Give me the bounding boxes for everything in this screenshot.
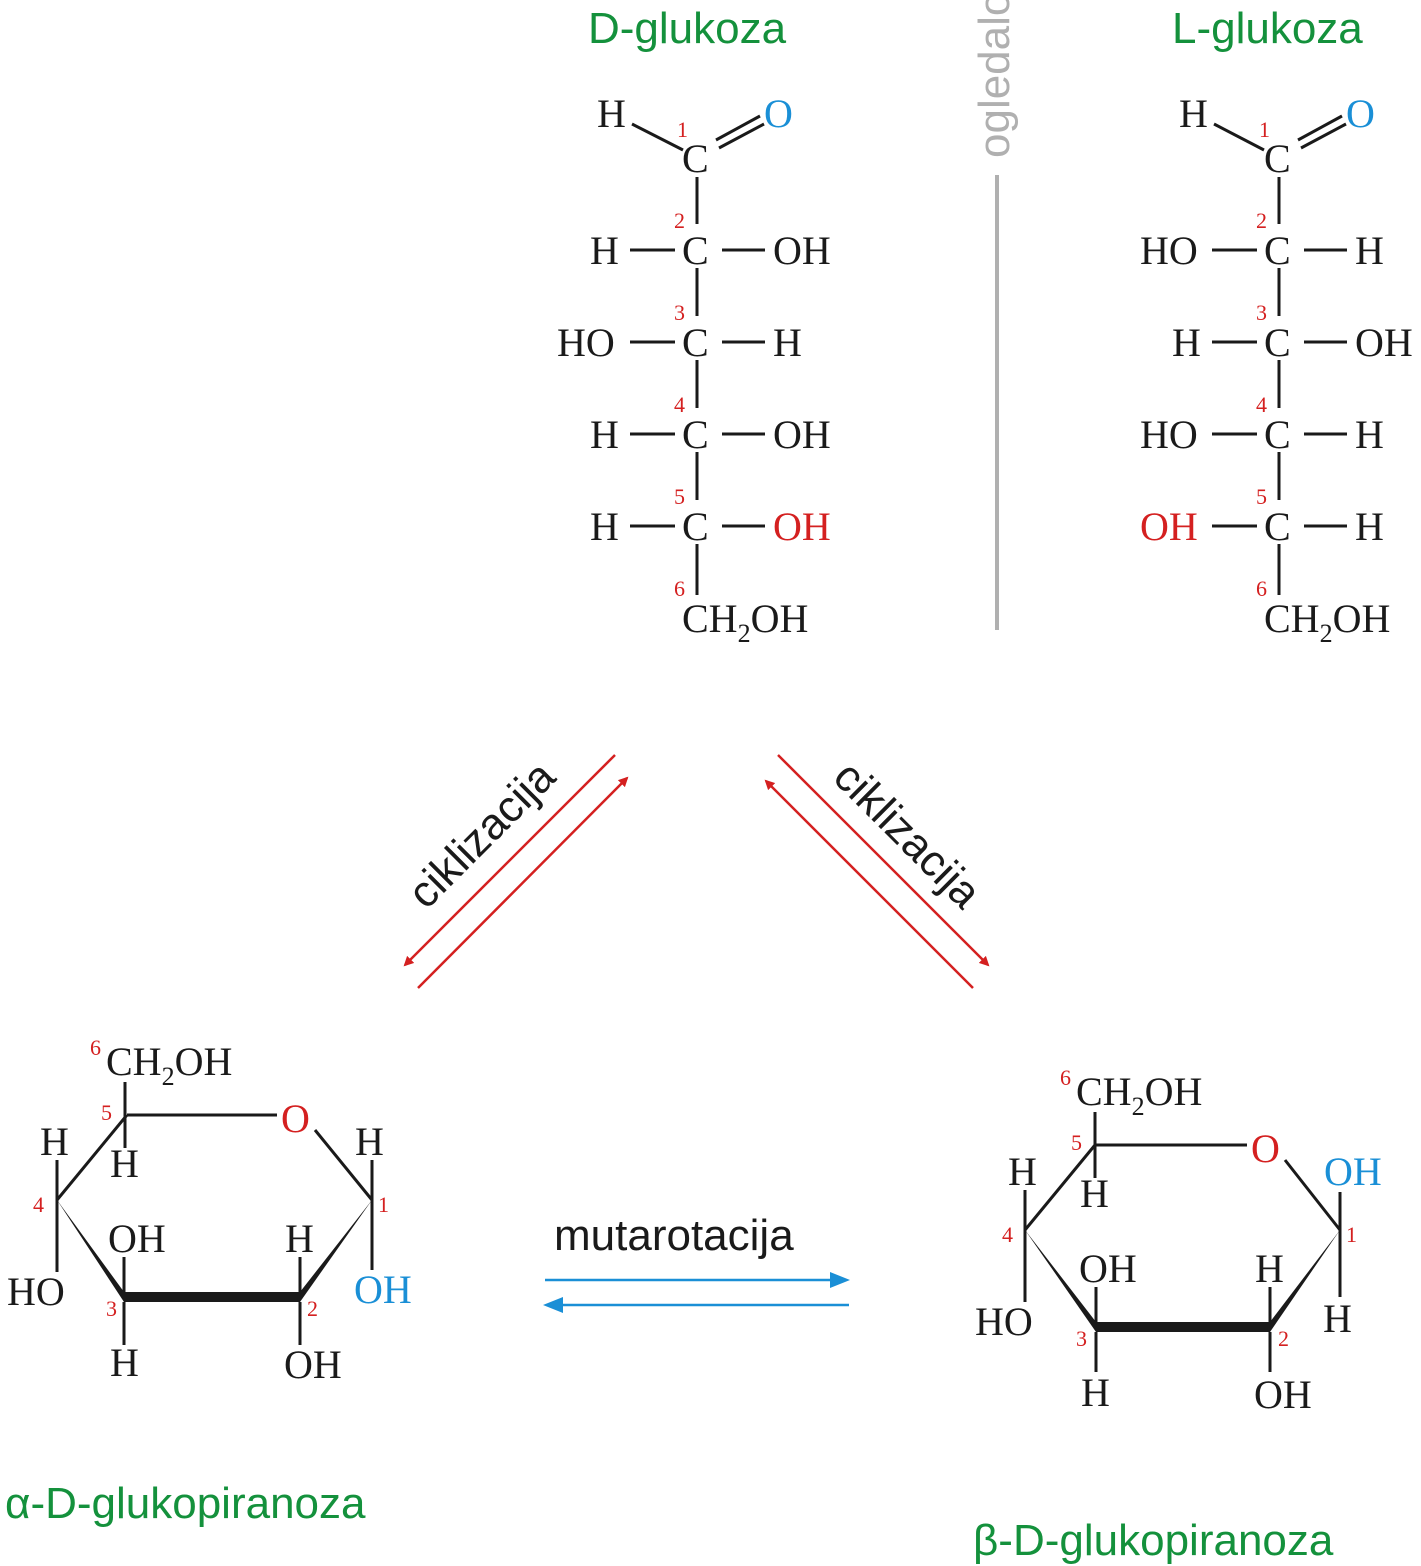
beta-c3-number: 3 <box>1076 1326 1087 1351</box>
c5-number: 5 <box>674 484 685 509</box>
alpha-c6-ch2oh: CH2OH <box>106 1039 232 1091</box>
l-c4-number: 4 <box>1256 392 1267 417</box>
beta-c6-number: 6 <box>1060 1065 1071 1090</box>
l-c5-right-h: H <box>1355 504 1384 549</box>
c2-number: 2 <box>674 208 685 233</box>
c3-right-h: H <box>773 320 802 365</box>
alpha-title: α-D-glukopiranoza <box>5 1479 366 1528</box>
l-c3-right-oh: OH <box>1355 320 1413 365</box>
mirror-label: ogledalo <box>970 0 1019 158</box>
c1-carbon: C <box>682 136 709 181</box>
c5-right-oh: OH <box>773 504 831 549</box>
beta-ring-oxygen: O <box>1251 1126 1280 1171</box>
c4-carbon: C <box>682 412 709 457</box>
alpha-c3-number: 3 <box>106 1296 117 1321</box>
c4-right-oh: OH <box>773 412 831 457</box>
l-c4-right-h: H <box>1355 412 1384 457</box>
l-c1-carbonyl-oxygen: O <box>1346 91 1375 136</box>
cyclization-left-arrows: ciklizacija <box>399 751 629 989</box>
c1-h-atom: H <box>597 91 626 136</box>
c4-number: 4 <box>674 392 685 417</box>
l-c4-left-ho: HO <box>1140 412 1198 457</box>
l-c2-right-h: H <box>1355 228 1384 273</box>
beta-c4-h: H <box>1008 1149 1037 1194</box>
beta-c2-oh: OH <box>1254 1372 1312 1417</box>
alpha-c1-number: 1 <box>378 1192 389 1217</box>
beta-c5-h: H <box>1080 1171 1109 1216</box>
alpha-c2-number: 2 <box>307 1296 318 1321</box>
c2-right-oh: OH <box>773 228 831 273</box>
alpha-c5-h: H <box>110 1141 139 1186</box>
c6-number: 6 <box>674 576 685 601</box>
beta-c5-number: 5 <box>1071 1130 1082 1155</box>
l-c1-number: 1 <box>1259 117 1270 142</box>
d-glucose-title: D-glukoza <box>588 4 787 53</box>
c1-number: 1 <box>677 117 688 142</box>
svg-text:6: 6 <box>90 1035 101 1060</box>
l-c3-number: 3 <box>1256 300 1267 325</box>
beta-c3-oh: OH <box>1079 1246 1137 1291</box>
c5-left-h: H <box>590 504 619 549</box>
beta-d-glucopyranose: 6 CH2OH 5 O H H 4 HO OH 1 H OH 3 H H 2 O… <box>973 1065 1382 1565</box>
l-glucose-title: L-glukoza <box>1172 4 1363 53</box>
l-c5-carbon: C <box>1264 504 1291 549</box>
d-glucose-fischer: D-glukoza H C 1 O 2 H C OH 3 HO C H 4 H … <box>557 4 831 648</box>
alpha-c2-oh: OH <box>284 1342 342 1387</box>
mirror-line: ogledalo <box>970 0 1019 630</box>
beta-c3-h: H <box>1081 1370 1110 1415</box>
cyclization-right-label: ciklizacija <box>824 752 990 918</box>
beta-c2-number: 2 <box>1278 1326 1289 1351</box>
alpha-c3-oh: OH <box>108 1216 166 1261</box>
alpha-ring-oxygen: O <box>281 1096 310 1141</box>
l-c1-carbon: C <box>1264 136 1291 181</box>
alpha-d-glucopyranose: 6 CH2OH 5 O H H 4 HO H 1 OH OH 3 H H 2 O… <box>5 1035 412 1528</box>
c2-carbon: C <box>682 228 709 273</box>
alpha-c4-h: H <box>40 1119 69 1164</box>
l-c1-h-atom: H <box>1179 91 1208 136</box>
cyclization-right-arrows: ciklizacija <box>764 752 991 989</box>
l-c2-number: 2 <box>1256 208 1267 233</box>
c6-ch2oh: CH2OH <box>682 596 808 648</box>
l-c5-number: 5 <box>1256 484 1267 509</box>
beta-title: β-D-glukopiranoza <box>973 1516 1334 1565</box>
alpha-c2-h: H <box>285 1216 314 1261</box>
alpha-c1-oh: OH <box>354 1267 412 1312</box>
l-c6-ch2oh: CH2OH <box>1264 596 1390 648</box>
c1-carbonyl-oxygen: O <box>764 91 793 136</box>
l-c2-carbon: C <box>1264 228 1291 273</box>
mutarotation-label: mutarotacija <box>554 1211 794 1260</box>
beta-c4-number: 4 <box>1002 1222 1013 1247</box>
l-c5-left-oh: OH <box>1140 504 1198 549</box>
l-c4-carbon: C <box>1264 412 1291 457</box>
beta-c6-ch2oh: CH2OH <box>1076 1069 1202 1121</box>
beta-c2-h: H <box>1255 1246 1284 1291</box>
alpha-c1-h: H <box>355 1119 384 1164</box>
cyclization-left-label: ciklizacija <box>399 751 565 917</box>
l-c2-left-ho: HO <box>1140 228 1198 273</box>
beta-c1-h: H <box>1323 1296 1352 1341</box>
l-c6-number: 6 <box>1256 576 1267 601</box>
c5-carbon: C <box>682 504 709 549</box>
beta-c1-number: 1 <box>1346 1222 1357 1247</box>
l-c3-carbon: C <box>1264 320 1291 365</box>
mutarotation-arrows: mutarotacija <box>543 1211 850 1313</box>
alpha-c4-number: 4 <box>33 1192 44 1217</box>
c4-left-h: H <box>590 412 619 457</box>
c2-left-h: H <box>590 228 619 273</box>
c3-left-ho: HO <box>557 320 615 365</box>
beta-c1-oh: OH <box>1324 1149 1382 1194</box>
l-glucose-fischer: L-glukoza H C 1 O 2 HO C H 3 H C OH 4 HO… <box>1140 4 1413 648</box>
beta-c4-ho: HO <box>975 1299 1033 1344</box>
c3-carbon: C <box>682 320 709 365</box>
c3-number: 3 <box>674 300 685 325</box>
alpha-c4-ho: HO <box>7 1269 65 1314</box>
l-c3-left-h: H <box>1172 320 1201 365</box>
alpha-c3-h: H <box>110 1340 139 1385</box>
alpha-c5-number: 5 <box>101 1100 112 1125</box>
